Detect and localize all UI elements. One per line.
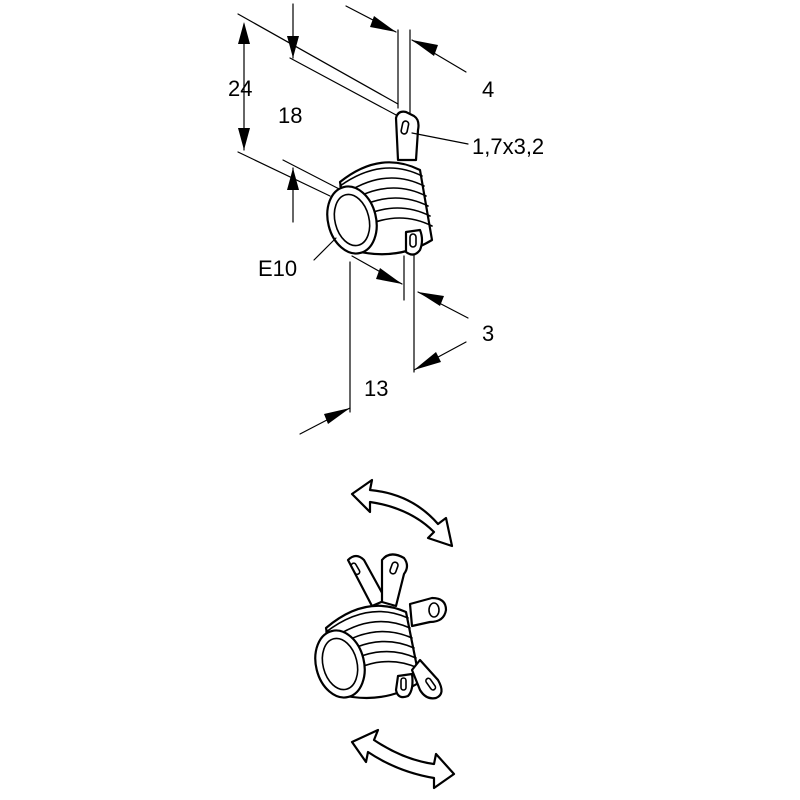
tab-hole-top: [400, 120, 410, 135]
dim-label-e10: E10: [258, 256, 297, 281]
arrow-4-a: [370, 16, 396, 32]
arrow-24-bottom: [238, 128, 250, 150]
leader-e10: [313, 237, 337, 261]
arrow-13-right: [414, 352, 441, 370]
dim-label-24: 24: [228, 76, 252, 101]
ext-line-mid: [237, 151, 331, 197]
mounting-tab-top: [394, 110, 420, 162]
tab-bottom: [394, 672, 414, 699]
dim-label-18: 18: [278, 103, 302, 128]
leader-hole: [411, 132, 469, 145]
tab-right: [408, 596, 448, 628]
rotation-arrow-top: [350, 478, 454, 548]
ext-line-top-1: [237, 13, 399, 105]
ext-line-lower: [282, 159, 346, 193]
tab-hole-bottom: [409, 233, 417, 248]
dim-label-13: 13: [364, 376, 388, 401]
tab-back-top: [380, 553, 409, 608]
dim-label-hole: 1,7x3,2: [472, 134, 544, 159]
arrow-24-top: [238, 22, 250, 44]
arrow-18-bottom: [287, 168, 299, 190]
arrow-3-a: [376, 268, 402, 284]
arrow-13-left: [324, 408, 350, 424]
dim-label-3: 3: [482, 321, 494, 346]
arrow-3-b: [418, 292, 444, 306]
ext-line-top-2: [289, 57, 399, 117]
arrow-4-b: [412, 40, 438, 56]
dim-label-4: 4: [482, 77, 494, 102]
rotation-arrow-bottom: [350, 728, 456, 790]
bottom-socket-view: [314, 553, 448, 700]
arrow-18-top: [287, 36, 299, 58]
top-socket-view: 24 18 4 1,7x3,2 E10 3 13: [228, 3, 544, 435]
